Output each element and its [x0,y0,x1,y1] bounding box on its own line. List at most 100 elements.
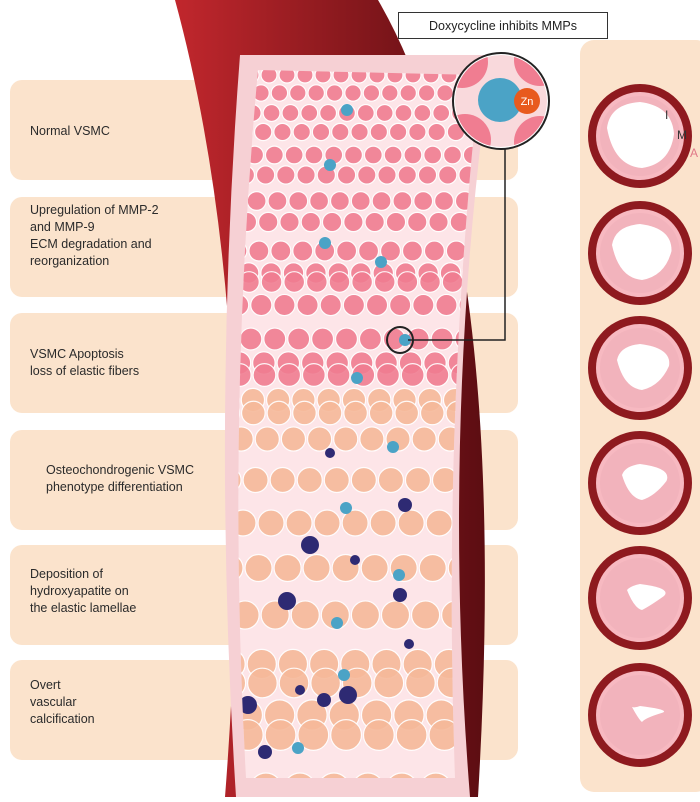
stage-label-4: Osteochondrogenic VSMC phenotype differe… [46,462,266,496]
vsmc-cell [351,467,376,492]
vsmc-cell [370,123,387,140]
vsmc-cell [331,192,350,211]
vsmc-cell [357,105,374,122]
vsmc-cell [433,105,450,122]
vsmc-cell [426,510,452,536]
vsmc-cell [282,105,299,122]
cross-section-6 [588,663,692,767]
vsmc-nucleus [375,256,387,268]
vsmc-cell [320,105,337,122]
vsmc-cell [255,427,279,451]
vsmc-cell [446,241,466,261]
stage-label-5: Deposition of hydroxyapatite on the elas… [30,566,250,617]
vsmc-cell [363,720,394,751]
hydroxyapatite-deposit [339,686,357,704]
vsmc-cell [400,85,416,101]
vsmc-cell [401,364,424,387]
vsmc-cell [376,105,393,122]
vsmc-nucleus [387,441,399,453]
vsmc-cell [374,668,404,698]
vsmc-cell [412,601,440,629]
layer-label-media: M [677,128,687,142]
vsmc-cell [424,241,444,261]
hydroxyapatite-deposit [398,498,412,512]
vsmc-cell [280,212,299,231]
vsmc-cell [418,166,436,184]
vsmc-nucleus [331,617,343,629]
vsmc-cell [378,467,403,492]
vsmc-cell [358,166,376,184]
vsmc-cell [334,427,358,451]
vsmc-cell [395,401,419,425]
vsmc-cell [297,467,322,492]
vsmc-cell [265,146,283,164]
vsmc-cell [274,554,301,581]
vsmc-cell [360,427,384,451]
vsmc-cell [372,192,391,211]
vsmc-cell [345,146,363,164]
vsmc-cell [406,668,436,698]
vsmc-cell [389,123,406,140]
vsmc-cell [308,85,324,101]
vsmc-cell [291,601,319,629]
hydroxyapatite-deposit [258,745,272,759]
vsmc-cell [431,328,453,350]
vsmc-cell [286,510,312,536]
vsmc-cell [413,294,434,315]
vsmc-cell [290,85,306,101]
vsmc-cell [419,554,446,581]
vsmc-cell [312,123,329,140]
vsmc-cell [320,294,341,315]
vsmc-nucleus [351,372,363,384]
vsmc-cell [204,294,225,315]
vsmc-cell [396,720,427,751]
vsmc-cell [271,241,291,261]
vsmc-cell [435,192,454,211]
cross-section-2 [588,201,692,305]
vsmc-nucleus [292,742,304,754]
vsmc-cell [421,401,445,425]
vsmc-cell [442,272,463,293]
stage-label-3: VSMC Apoptosis loss of elastic fibers [30,346,250,380]
layer-label-intima: I [665,108,668,122]
vsmc-cell [352,272,373,293]
vsmc-cell [366,294,387,315]
stage-label-6: Overt vascular calcification [30,677,250,728]
vsmc-cell [359,328,381,350]
vsmc-cell [285,146,303,164]
vsmc-cell [420,272,441,293]
vsmc-cell [351,192,370,211]
vsmc-cell [374,272,395,293]
vsmc-nucleus [324,159,336,171]
vsmc-cell [395,105,412,122]
vsmc-cell [261,272,282,293]
vsmc-cell [279,668,309,698]
vsmc-cell [408,212,427,231]
vsmc-cell [332,123,349,140]
vsmc-cell [382,85,398,101]
vsmc-cell [398,166,416,184]
vsmc-cell [312,328,334,350]
vsmc-cell [258,510,284,536]
vsmc-cell [393,192,412,211]
vsmc-cell [429,212,448,231]
vsmc-cell [439,166,457,184]
vsmc-cell [414,192,433,211]
cross-section-3 [588,316,692,420]
vsmc-cell [344,212,363,231]
vsmc-cell [402,241,422,261]
hydroxyapatite-deposit [301,536,319,554]
vsmc-cell [365,212,384,231]
vsmc-cell [251,294,272,315]
vsmc-cell [343,294,364,315]
vsmc-cell [288,328,310,350]
vsmc-cell [248,668,278,698]
vsmc-cell [263,105,280,122]
hydroxyapatite-deposit [350,555,360,565]
vsmc-cell [310,192,329,211]
vsmc-cell [329,272,350,293]
vsmc-cell [331,720,362,751]
vsmc-cell [256,166,274,184]
vsmc-cell [289,192,308,211]
